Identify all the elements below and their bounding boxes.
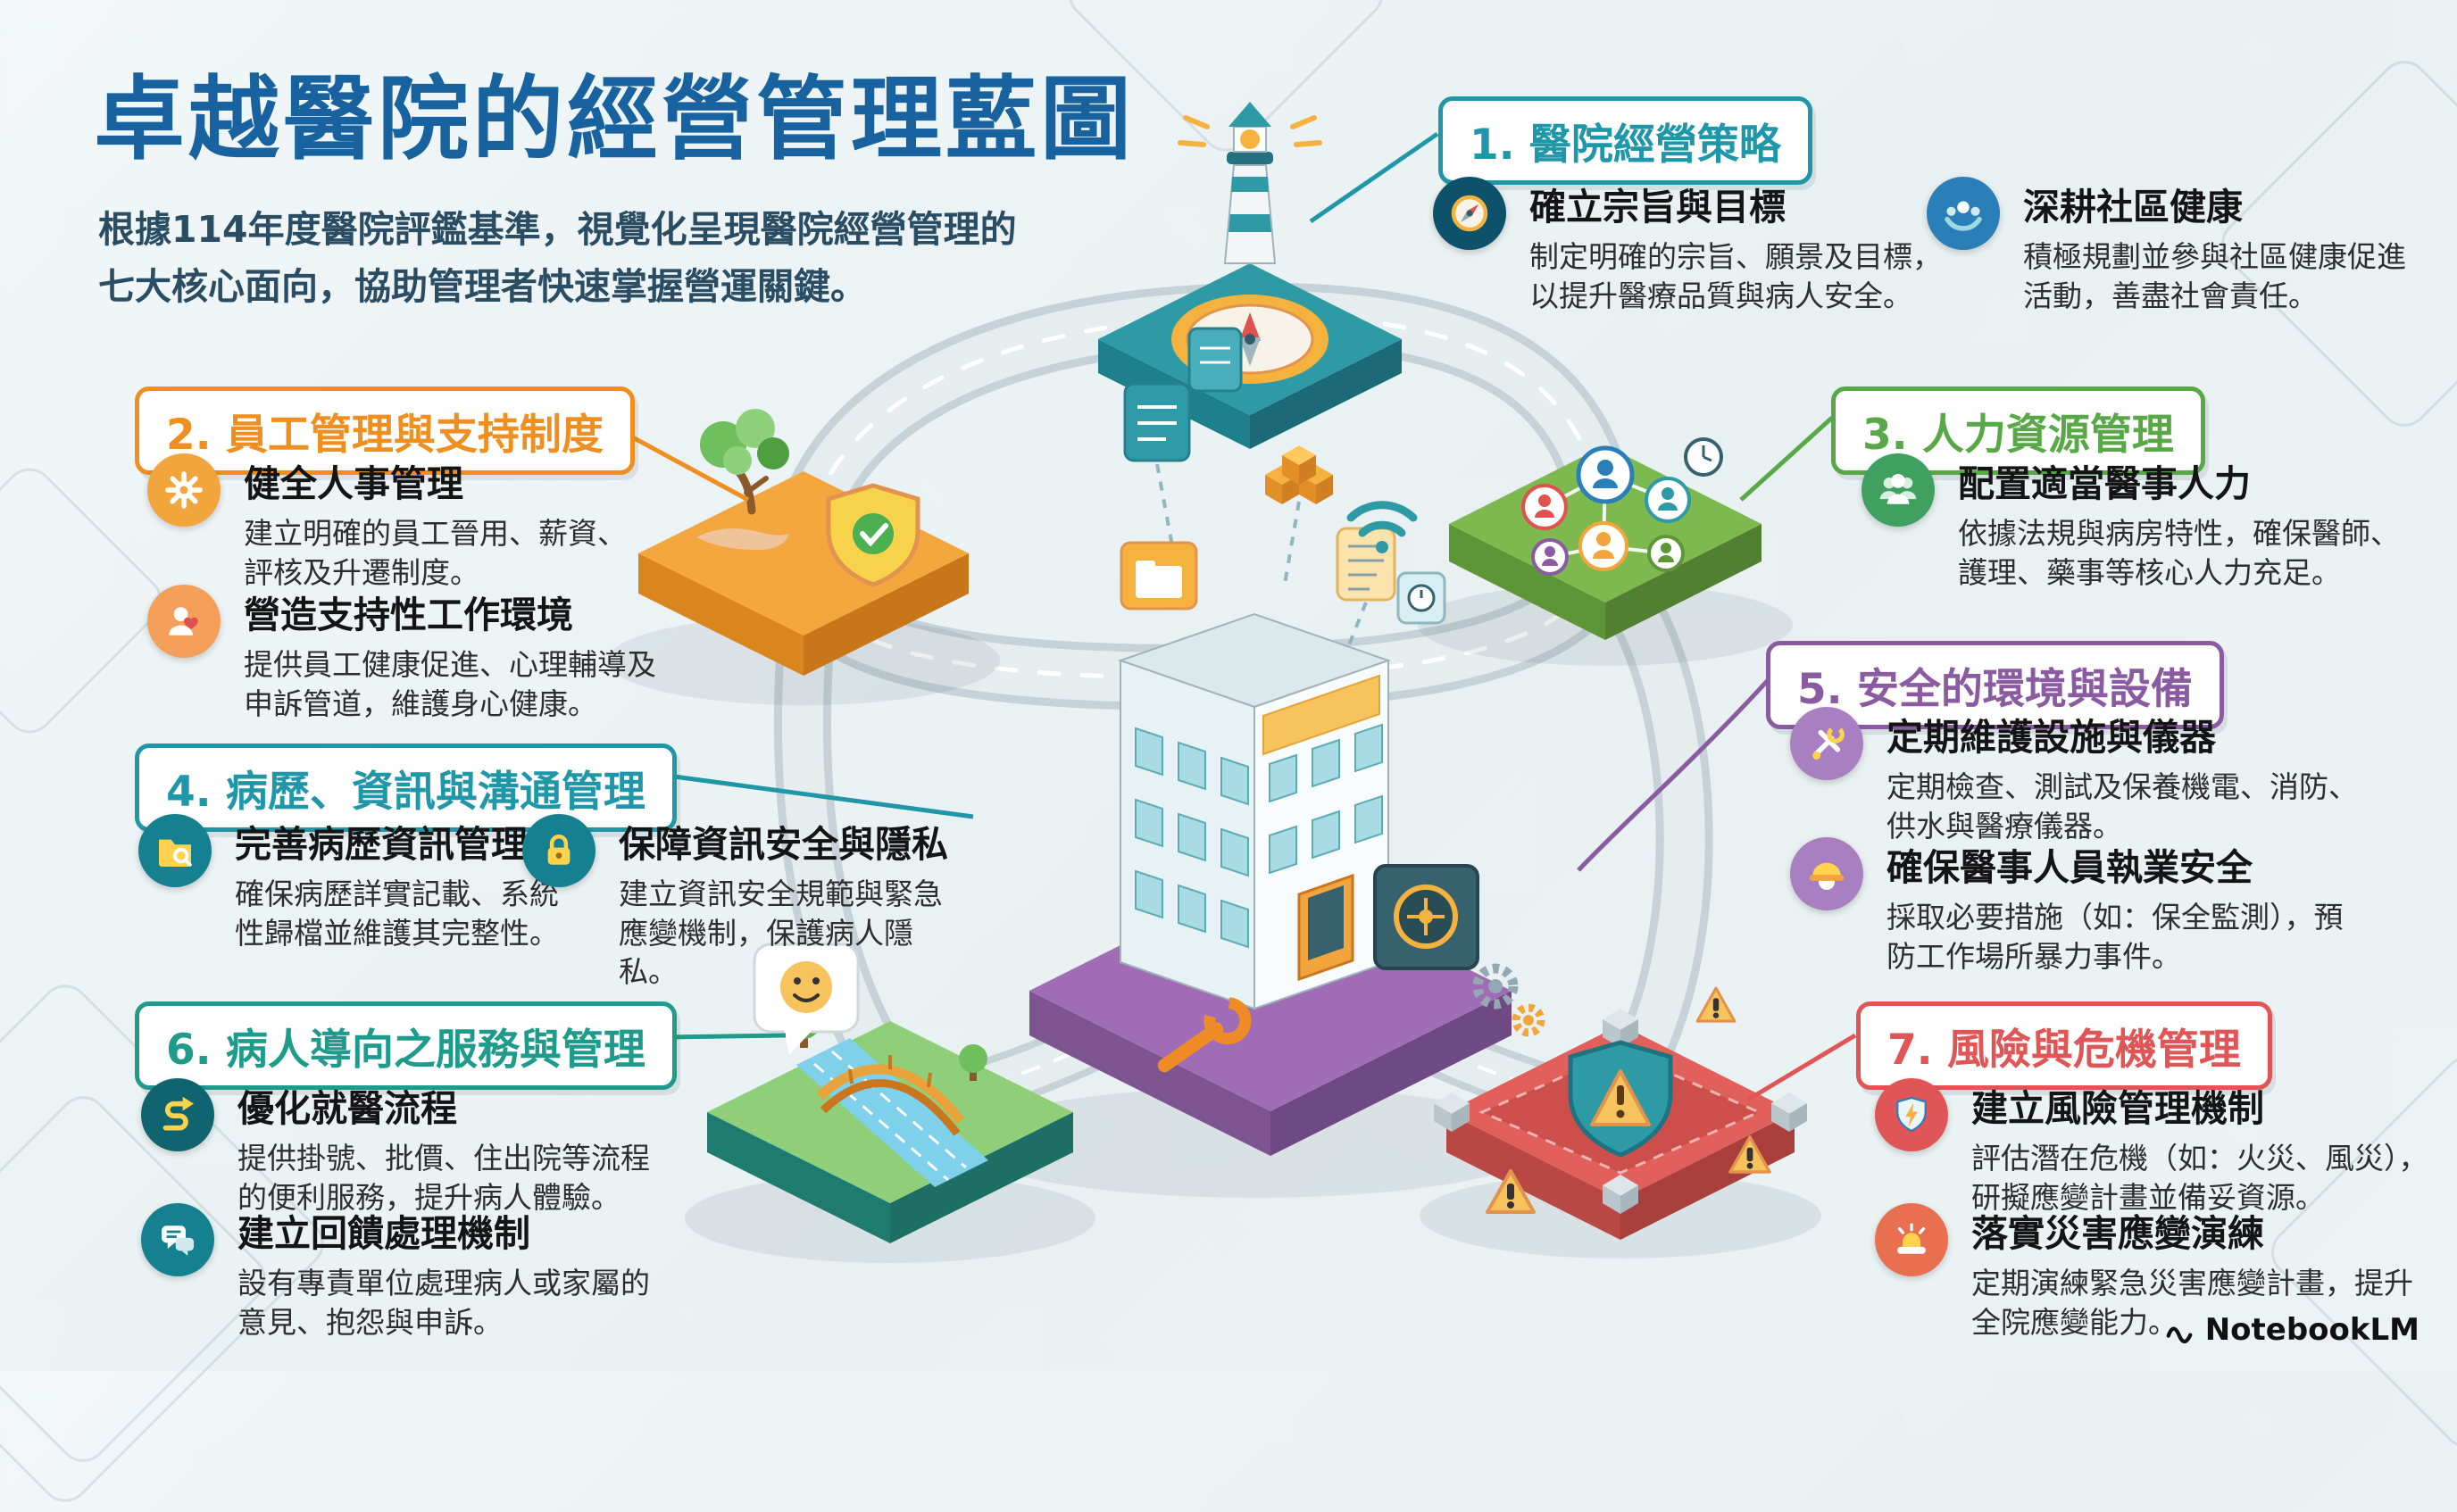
section-2-badge: 2. 員工管理與支持制度	[135, 386, 635, 475]
watermark: NotebookLM	[2164, 1312, 2420, 1348]
item-title: 保障資訊安全與隱私	[619, 823, 948, 866]
item-desc: 確保病歷詳實記載、系統性歸檔並維護其完整性。	[235, 876, 559, 951]
document-tiles	[1120, 327, 1446, 652]
hr-platform	[1449, 437, 1762, 640]
section-3-badge: 3. 人力資源管理	[1831, 386, 2205, 475]
section-4-item-2: 保障資訊安全與隱私 建立資訊安全規範與緊急應變機制，保護病人隱私。	[522, 814, 962, 992]
section-1-badge: 1. 醫院經營策略	[1438, 96, 1812, 185]
item-desc: 定期檢查、測試及保養機電、消防、供水與醫療儀器。	[1886, 769, 2358, 843]
page-title: 卓越醫院的經營管理藍圖	[94, 67, 1135, 173]
security-vault	[1373, 864, 1479, 970]
hospital-building	[1117, 612, 1392, 1010]
section-7-item-2: 落實災害應變演練 定期演練緊急災害應變計畫，提升全院應變能力。	[1875, 1203, 2427, 1342]
staff-avatars	[1521, 445, 1691, 576]
subtitle-line-2: 七大核心面向，協助管理者快速掌握營運關鍵。	[98, 264, 867, 308]
section-6-badge: 6. 病人導向之服務與管理	[135, 1001, 677, 1090]
section-6-item-1: 優化就醫流程 提供掛號、批價、住出院等流程的便利服務，提升病人體驗。	[141, 1078, 662, 1217]
section-3-item-1: 配置適當醫事人力 依據法規與病房特性，確保醫師、護理、藥事等核心人力充足。	[1861, 453, 2413, 592]
data-cubes-icon	[1265, 445, 1333, 504]
wrench-icon	[1157, 997, 1252, 1073]
smiley-bubble	[753, 943, 860, 1055]
tools-icon	[1790, 707, 1863, 780]
item-title: 建立風險管理機制	[1971, 1087, 2264, 1130]
clock-icon	[1684, 437, 1723, 477]
person-heart-icon	[147, 585, 221, 658]
item-title: 配置適當醫事人力	[1958, 462, 2251, 505]
item-title: 確保醫事人員執業安全	[1886, 846, 2253, 889]
item-desc: 積極規劃並參與社區健康促進活動，善盡社會責任。	[2023, 239, 2406, 313]
item-desc: 制定明確的宗旨、願景及目標，以提升醫療品質與病人安全。	[1529, 239, 1942, 313]
shield-bolt-icon	[1875, 1078, 1948, 1151]
medical-records-icon	[138, 814, 212, 887]
item-desc: 定期演練緊急災害應變計畫，提升全院應變能力。	[1971, 1266, 2413, 1340]
risk-platform	[1434, 1009, 1807, 1240]
item-desc: 設有專責單位處理病人或家屬的意見、抱怨與申訴。	[237, 1266, 650, 1340]
item-desc: 提供員工健康促進、心理輔導及申訴管道，維護身心健康。	[244, 647, 656, 721]
section-7-item-1: 建立風險管理機制 評估潛在危機（如：火災、風災），研擬應變計畫並備妥資源。	[1875, 1078, 2449, 1217]
hospital-blueprint-illustration	[607, 102, 1821, 1263]
watermark-label: NotebookLM	[2204, 1312, 2420, 1348]
lock-icon	[522, 814, 596, 887]
item-title: 落實災害應變演練	[1971, 1212, 2264, 1255]
people-group-icon	[1861, 453, 1935, 527]
feedback-chat-icon	[141, 1203, 214, 1276]
safety-helmet-icon	[1790, 837, 1863, 910]
section-5-item-2: 確保醫事人員執業安全 採取必要措施（如：保全監測），預防工作場所暴力事件。	[1790, 837, 2369, 976]
item-desc: 採取必要措施（如：保全監測），預防工作場所暴力事件。	[1886, 900, 2344, 974]
notebooklm-logo-icon	[2166, 1326, 2193, 1344]
subtitle-line-1: 根據114年度醫院評鑑基準，視覺化呈現醫院經營管理的	[98, 208, 1017, 251]
item-title: 深耕社區健康	[2023, 186, 2243, 228]
lighthouse	[1178, 102, 1322, 264]
item-title: 建立回饋處理機制	[237, 1212, 530, 1255]
item-title: 優化就醫流程	[237, 1087, 457, 1130]
item-title: 定期維護設施與儀器	[1886, 716, 2216, 759]
section-2-item-1: 健全人事管理 建立明確的員工晉用、薪資、評核及升遷制度。	[147, 453, 637, 592]
item-desc: 提供掛號、批價、住出院等流程的便利服務，提升病人體驗。	[237, 1141, 650, 1215]
patient-service-platform	[707, 1003, 1073, 1243]
compass-icon	[1433, 177, 1506, 250]
section-6-item-2: 建立回饋處理機制 設有專責單位處理病人或家屬的意見、抱怨與申訴。	[141, 1203, 662, 1342]
item-desc: 建立明確的員工晉用、薪資、評核及升遷制度。	[244, 516, 627, 590]
page-subtitle: 根據114年度醫院評鑑基準，視覺化呈現醫院經營管理的 七大核心面向，協助管理者快…	[98, 202, 1017, 315]
gear-person-icon	[147, 453, 221, 527]
wifi-icon	[1346, 501, 1418, 553]
siren-icon	[1875, 1203, 1948, 1276]
item-title: 完善病歷資訊管理	[235, 823, 528, 866]
background-shape	[0, 458, 172, 744]
item-desc: 評估潛在危機（如：火災、風災），研擬應變計畫並備妥資源。	[1971, 1141, 2428, 1215]
section-1-item-1: 確立宗旨與目標 制定明確的宗旨、願景及目標，以提升醫療品質與病人安全。	[1433, 177, 1949, 315]
section-5-item-1: 定期維護設施與儀器 定期檢查、測試及保養機電、消防、供水與醫療儀器。	[1790, 707, 2369, 845]
section-1-item-2: 深耕社區健康 積極規劃並參與社區健康促進活動，善盡社會責任。	[1927, 177, 2416, 315]
section-4-item-1: 完善病歷資訊管理 確保病歷詳實記載、系統性歸檔並維護其完整性。	[138, 814, 565, 952]
community-care-icon	[1927, 177, 2000, 250]
item-title: 健全人事管理	[244, 462, 463, 505]
item-desc: 依據法規與病房特性，確保醫師、護理、藥事等核心人力充足。	[1958, 516, 2400, 590]
item-title: 營造支持性工作環境	[244, 594, 573, 636]
section-2-item-2: 營造支持性工作環境 提供員工健康促進、心理輔導及申訴管道，維護身心健康。	[147, 585, 663, 723]
process-arrow-icon	[141, 1078, 214, 1151]
section-4-badge: 4. 病歷、資訊與溝通管理	[135, 744, 677, 832]
item-title: 確立宗旨與目標	[1529, 186, 1786, 228]
gears-icon	[1472, 963, 1545, 1037]
section-7-badge: 7. 風險與危機管理	[1856, 1001, 2272, 1090]
warning-triangles	[1486, 986, 1771, 1214]
item-desc: 建立資訊安全規範與緊急應變機制，保護病人隱私。	[619, 876, 943, 990]
